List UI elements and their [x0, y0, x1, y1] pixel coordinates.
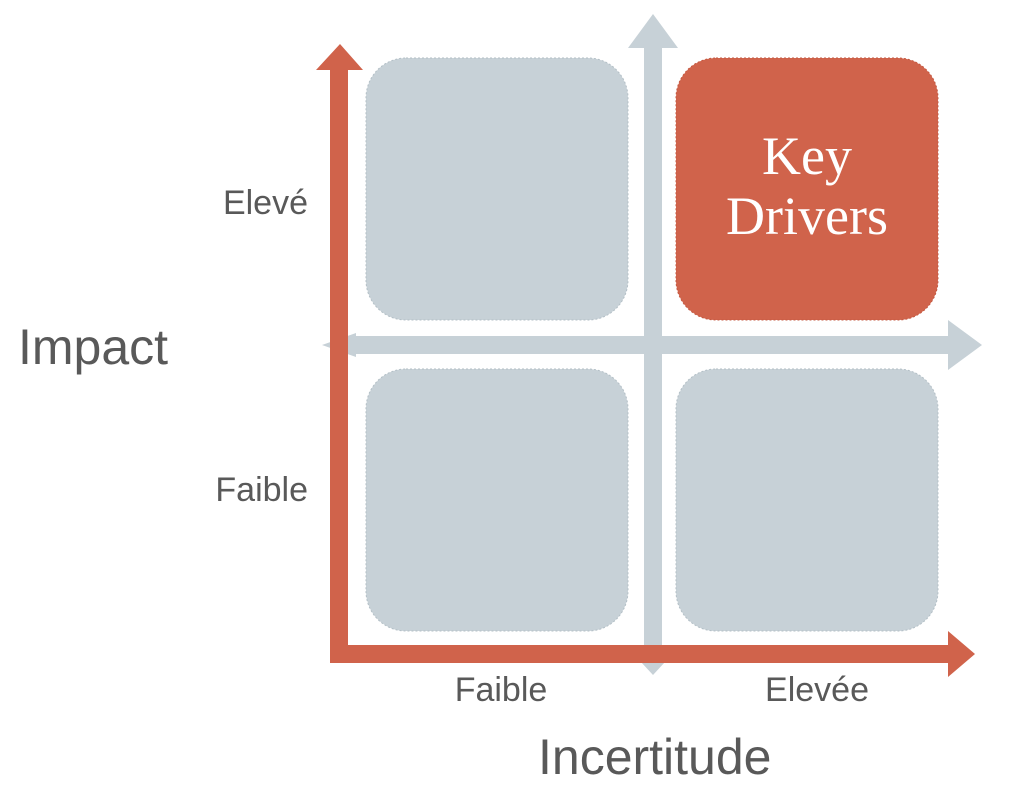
quadrant-bottom-left: [365, 368, 629, 632]
impact-axis-title: Impact: [18, 319, 169, 375]
impact-axis-arrow: [316, 44, 363, 663]
incertitude-axis-title: Incertitude: [538, 729, 772, 785]
incertitude-high-label: Elevée: [765, 671, 869, 709]
quadrant-top-right-key-drivers: [675, 57, 939, 321]
incertitude-low-label: Faible: [454, 671, 548, 709]
vertical-divider-arrow: [628, 14, 678, 675]
key-drivers-line1: Key: [762, 126, 852, 186]
quadrant-top-left: [365, 57, 629, 321]
incertitude-axis-arrow: [330, 631, 975, 677]
impact-low-label: Faible: [215, 471, 308, 509]
key-drivers-line2: Drivers: [726, 186, 888, 246]
key-drivers-label: Key Drivers: [676, 126, 938, 246]
impact-high-label: Elevé: [222, 184, 308, 222]
quadrant-bottom-right: [675, 368, 939, 632]
